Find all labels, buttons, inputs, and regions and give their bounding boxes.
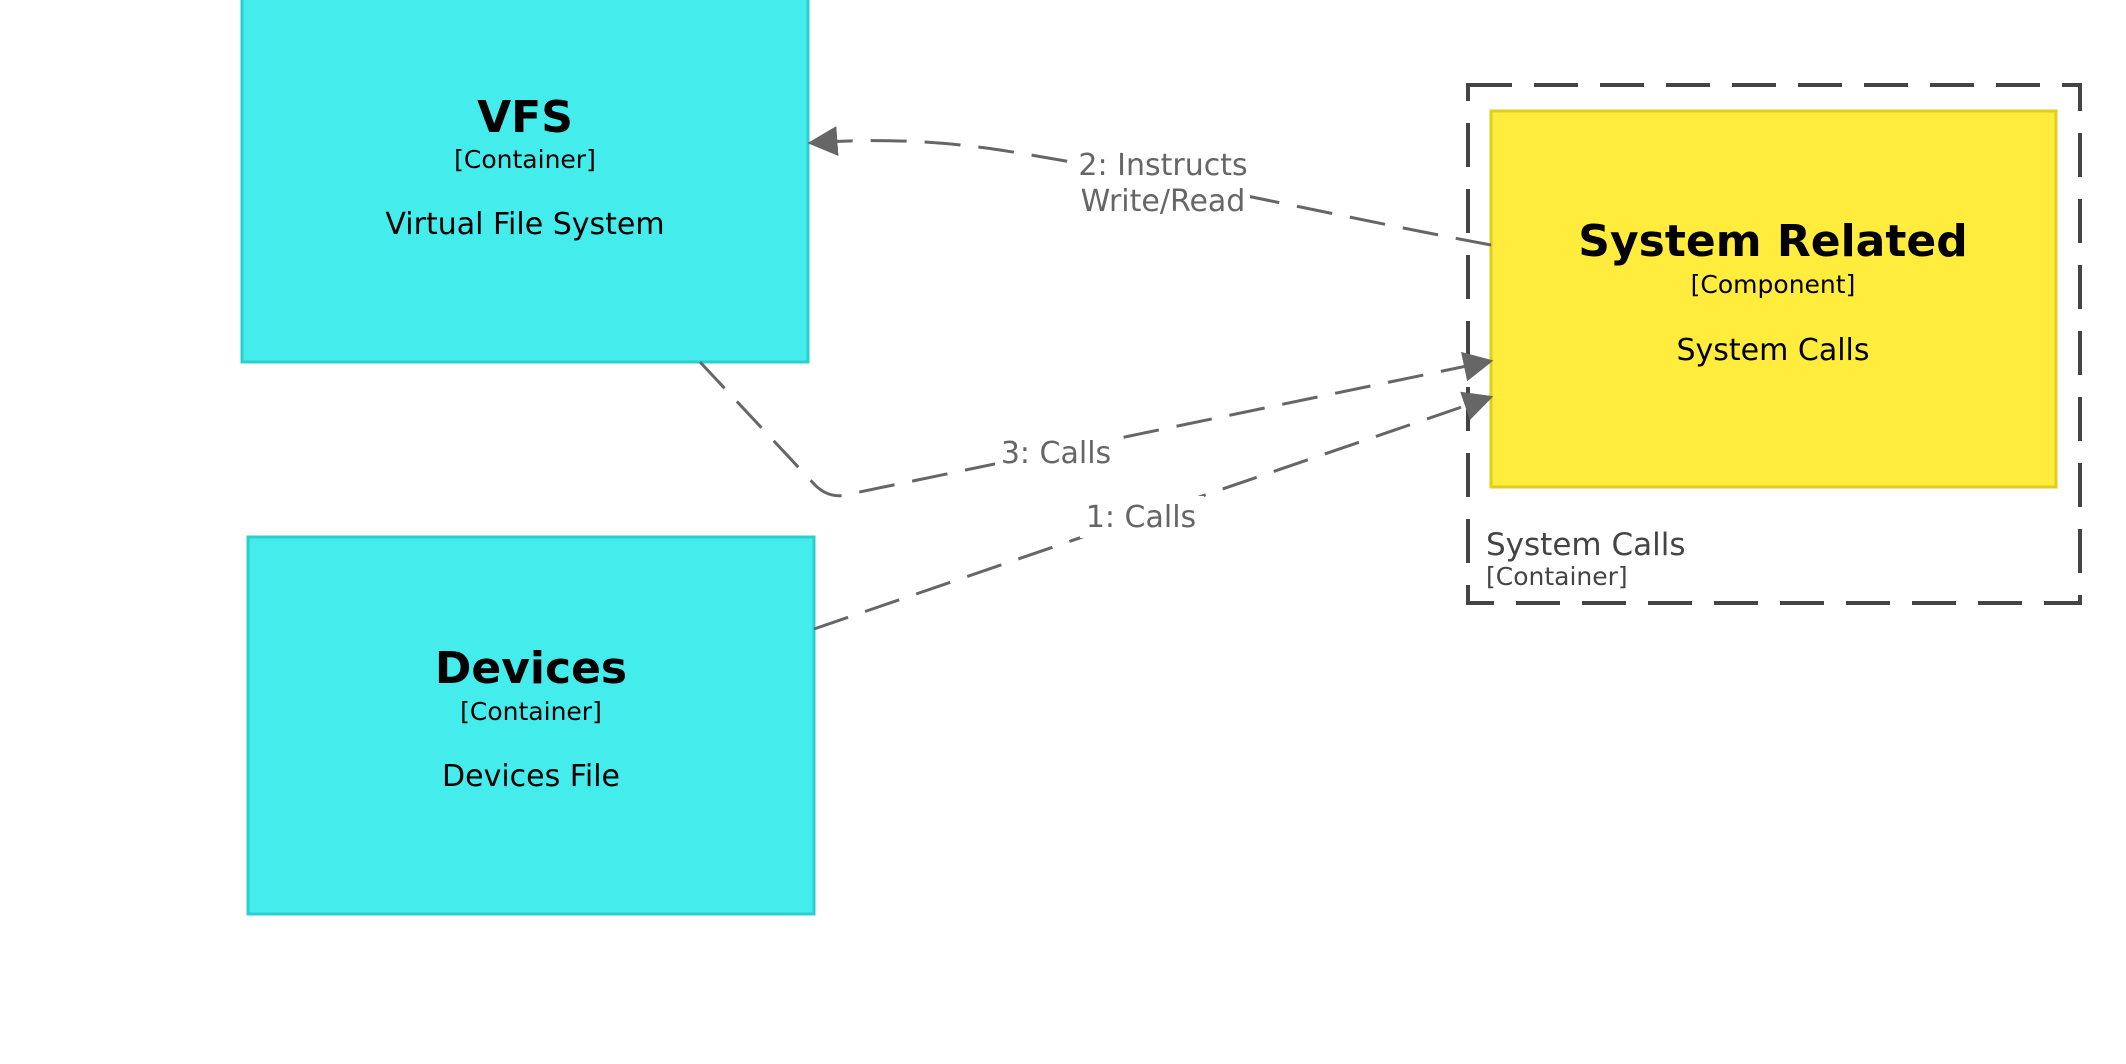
boundary-frame [1466, 83, 2082, 605]
edge-2-label-bg [1080, 142, 1250, 220]
system-related-node[interactable]: System Related [Component] System Calls [1489, 109, 2058, 489]
system-related-type: [Component] [1691, 270, 1856, 299]
boundary-title: System Calls [1486, 527, 1685, 563]
system-calls-boundary: System Calls [Container] [1466, 83, 2082, 605]
devices-title: Devices [435, 643, 627, 694]
edge-1-label-bg [1080, 496, 1204, 538]
vfs-node[interactable]: VFS [Container] Virtual File System [240, 0, 810, 364]
system-related-box [1489, 109, 2058, 489]
edge-2-instructs: 2: Instructs Write/Read [807, 126, 1492, 247]
edge-2-label-line1: 2: Instructs [1078, 148, 1247, 183]
edge-2-label-line2: Write/Read [1081, 184, 1246, 219]
edge-3-calls: 3: Calls [698, 351, 1494, 498]
vfs-description: Virtual File System [385, 207, 664, 242]
edge-1-calls: 1: Calls [813, 391, 1494, 631]
devices-description: Devices File [442, 759, 620, 794]
edge-3-label: 3: Calls [1001, 436, 1111, 471]
devices-box [246, 535, 816, 916]
devices-node[interactable]: Devices [Container] Devices File [246, 535, 816, 916]
boundary-type: [Container] [1486, 562, 1628, 591]
edge-3-line [698, 351, 1494, 498]
edge-3-label-bg [995, 432, 1119, 472]
system-related-description: System Calls [1676, 333, 1869, 368]
edge-1-label: 1: Calls [1086, 500, 1196, 535]
edge-2-line [807, 126, 1492, 247]
system-related-title: System Related [1578, 216, 1967, 267]
vfs-box [240, 0, 810, 364]
vfs-type: [Container] [454, 145, 596, 174]
devices-type: [Container] [460, 697, 602, 726]
vfs-title: VFS [477, 92, 573, 143]
